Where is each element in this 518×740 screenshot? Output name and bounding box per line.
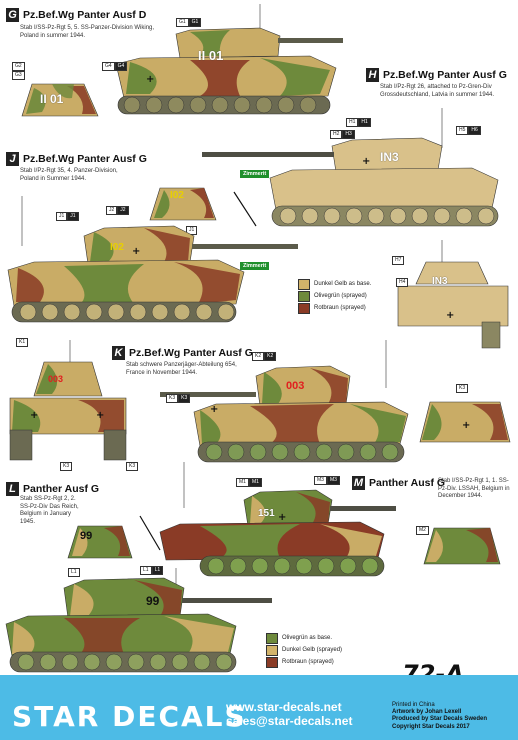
hull-marking-g: II 01	[198, 48, 224, 63]
front-view-k: + +	[9, 340, 127, 461]
divider-slash-top	[233, 191, 257, 227]
header-h: H Pz.Bef.Wg Panter Ausf G	[366, 68, 507, 82]
credit-artwork: Artwork by Johan Lexell	[392, 709, 462, 716]
tag-h7: H7	[392, 256, 405, 265]
profile-title-m: Panther Ausf G	[369, 477, 446, 489]
legend-row-dunkelgelb-sprayed: Dunkel Gelb (sprayed)	[266, 644, 342, 656]
footer-bar	[0, 675, 518, 740]
tank-k: +	[160, 340, 409, 463]
front-marking-k: 003	[48, 374, 64, 384]
profile-letter-h: H	[366, 68, 379, 82]
svg-text:+: +	[96, 410, 104, 421]
svg-text:+: +	[30, 410, 38, 421]
legend-row-olive: Olivegrün (sprayed)	[298, 290, 371, 302]
legend-row-olive-base: Olivegrün as base.	[266, 632, 342, 644]
legend-row-rotbraun: Rotbraun (sprayed)	[298, 302, 371, 314]
hull-marking-l: 99	[146, 594, 160, 608]
tag-k1: K1	[16, 338, 29, 347]
website-link[interactable]: www.star-decals.net	[226, 700, 342, 714]
tag-k3-rear: K3	[456, 384, 469, 393]
svg-text:+: +	[146, 74, 154, 85]
hull-marking-j: I02	[110, 242, 124, 253]
turret-marking-j: I02	[170, 190, 184, 201]
profile-desc-g: Stab I/SS-Pz-Rgt 5, 5. SS-Panzer-Divisio…	[20, 25, 155, 39]
color-legend-top: Dunkel Gelb as base. Olivegrün (sprayed)…	[298, 278, 371, 314]
hull-marking-k: 003	[286, 380, 305, 392]
turret-marking-l-small: 99	[80, 530, 93, 542]
profile-title-k: Pz.Bef.Wg Panter Ausf G	[129, 347, 253, 359]
profile-letter-g: G	[6, 8, 19, 22]
hull-marking-h: IN3	[380, 150, 399, 164]
tank-g: +	[115, 4, 343, 115]
turret-j	[149, 187, 217, 221]
rear-turret-k: +	[419, 401, 511, 443]
email-link[interactable]: sales@star-decals.net	[226, 714, 353, 728]
profile-desc-h: Stab I/Pz-Rgt 26, attached to Pz-Gren-Di…	[380, 84, 495, 98]
profile-desc-k: Stab schwere Panzerjäger-Abteilung 654, …	[126, 362, 237, 376]
tank-j: +	[7, 196, 298, 323]
legend-row-dunkelgelb: Dunkel Gelb as base.	[298, 278, 371, 290]
profile-title-j: Pz.Bef.Wg Panter Ausf G	[23, 153, 147, 165]
profile-desc-m: Stab I/SS-Pz-Rgt 1, 1. SS-Pz-Div. LSSAH,…	[438, 478, 510, 499]
credit-printed: Printed in China	[392, 702, 435, 708]
header-m: M Panther Ausf G	[352, 476, 445, 490]
credits-block: Printed in China Artwork by Johan Lexell…	[392, 702, 487, 731]
zimmerit-label-h: Zimmerit	[240, 170, 270, 178]
rear-turret-m	[423, 527, 501, 565]
profile-desc-j: Stab I/Pz-Rgt 35, 4. Panzer-Division, Po…	[20, 168, 118, 182]
profile-letter-j: J	[6, 152, 19, 166]
credit-produced: Produced by Star Decals Sweden	[392, 716, 488, 723]
tag-k3-front-right: K3	[126, 462, 139, 471]
header-l: L Panther Ausf G	[6, 482, 99, 496]
rear-view-h: +	[397, 240, 509, 349]
profile-letter-m: M	[352, 476, 365, 490]
header-j: J Pz.Bef.Wg Panter Ausf G	[6, 152, 147, 166]
zimmerit-label-j: Zimmerit	[240, 262, 270, 270]
header-k: K Pz.Bef.Wg Panter Ausf G	[112, 346, 253, 360]
tag-m2: M2	[416, 526, 429, 535]
rear-marking-h: IN3	[432, 276, 448, 287]
turret-l	[67, 525, 133, 559]
legend-row-rotbraun-sprayed: Rotbraun (sprayed)	[266, 656, 342, 668]
svg-text:+: +	[210, 404, 218, 415]
profile-letter-k: K	[112, 346, 125, 360]
hull-marking-m: 151	[258, 508, 275, 519]
profile-desc-l: Stab SS-Pz-Rgt 2, 2. SS-Pz-Div Das Reich…	[20, 496, 79, 525]
color-legend-bottom: Olivegrün as base. Dunkel Gelb (sprayed)…	[266, 632, 342, 668]
profile-title-g: Pz.Bef.Wg Panter Ausf D	[23, 9, 147, 21]
tag-k3-front-left: K3	[60, 462, 73, 471]
svg-text:+: +	[462, 420, 470, 431]
divider-slash-bottom	[139, 515, 161, 551]
turret-marking-g: II 01	[40, 92, 64, 106]
tank-h: +	[202, 108, 499, 227]
header-g: G Pz.Bef.Wg Panter Ausf D	[6, 8, 146, 22]
brand-logo: STAR DECALS	[12, 700, 247, 733]
tank-m: +	[159, 462, 396, 577]
tank-l	[5, 568, 272, 673]
svg-text:+: +	[446, 310, 454, 321]
turret-g	[21, 83, 99, 117]
tag-h4: H4	[396, 278, 409, 287]
profile-title-h: Pz.Bef.Wg Panter Ausf G	[383, 69, 507, 81]
credit-copyright: Copyright Star Decals 2017	[392, 723, 470, 730]
svg-text:+: +	[132, 246, 140, 257]
tag-l1-turret: L1	[68, 568, 80, 577]
profile-title-l: Panther Ausf G	[23, 483, 100, 495]
profile-letter-l: L	[6, 482, 19, 496]
svg-text:+: +	[278, 512, 286, 523]
svg-text:+: +	[362, 156, 370, 167]
